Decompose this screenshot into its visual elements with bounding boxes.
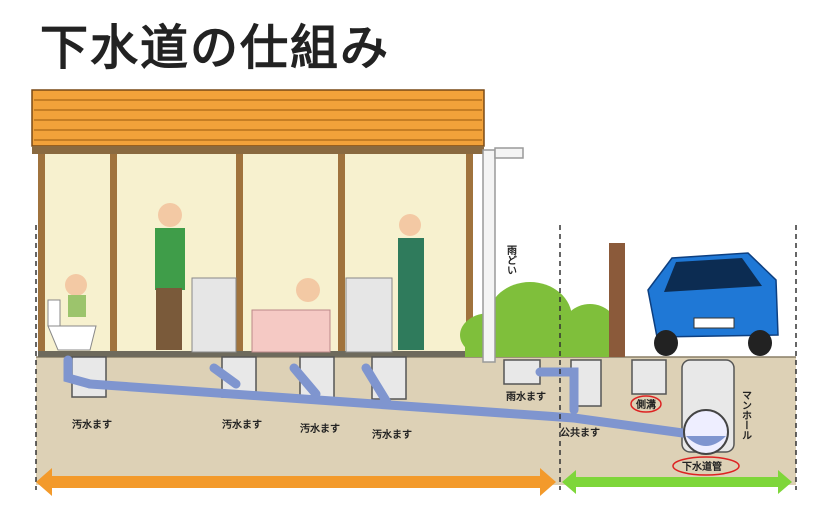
label-rain-basin: 雨水ます <box>506 390 546 403</box>
boundary-lines <box>35 225 797 490</box>
label-side-ditch: 側溝 <box>635 398 656 411</box>
label-gutter: 雨どい <box>505 245 517 275</box>
toilet-icon <box>47 299 97 351</box>
private-area-arrow <box>36 468 556 496</box>
sewer-pipes <box>63 355 695 439</box>
roof <box>31 89 485 154</box>
kitchen-counter <box>191 277 237 353</box>
gutter-pipe <box>482 147 524 363</box>
label-manhole: マンホール <box>740 390 752 440</box>
label-public-basin: 公共ます <box>560 426 600 439</box>
ground <box>36 357 796 485</box>
person-icon <box>65 203 424 350</box>
sink-counter <box>345 277 393 353</box>
page-title: 下水道の仕組み <box>40 20 391 76</box>
label-kitchen-basin: 汚水ます <box>222 418 262 431</box>
public-area-arrow <box>562 470 792 494</box>
wood-post <box>609 243 625 357</box>
car-icon <box>647 252 779 356</box>
label-toilet-basin: 汚水ます <box>72 418 112 431</box>
label-sewer-pipe: 下水道管 <box>682 460 722 473</box>
bathtub <box>251 309 331 353</box>
house-posts <box>38 153 473 357</box>
label-sink-basin: 汚水ます <box>372 428 412 441</box>
manhole-icon <box>683 409 729 455</box>
label-bath-basin: 汚水ます <box>300 422 340 435</box>
